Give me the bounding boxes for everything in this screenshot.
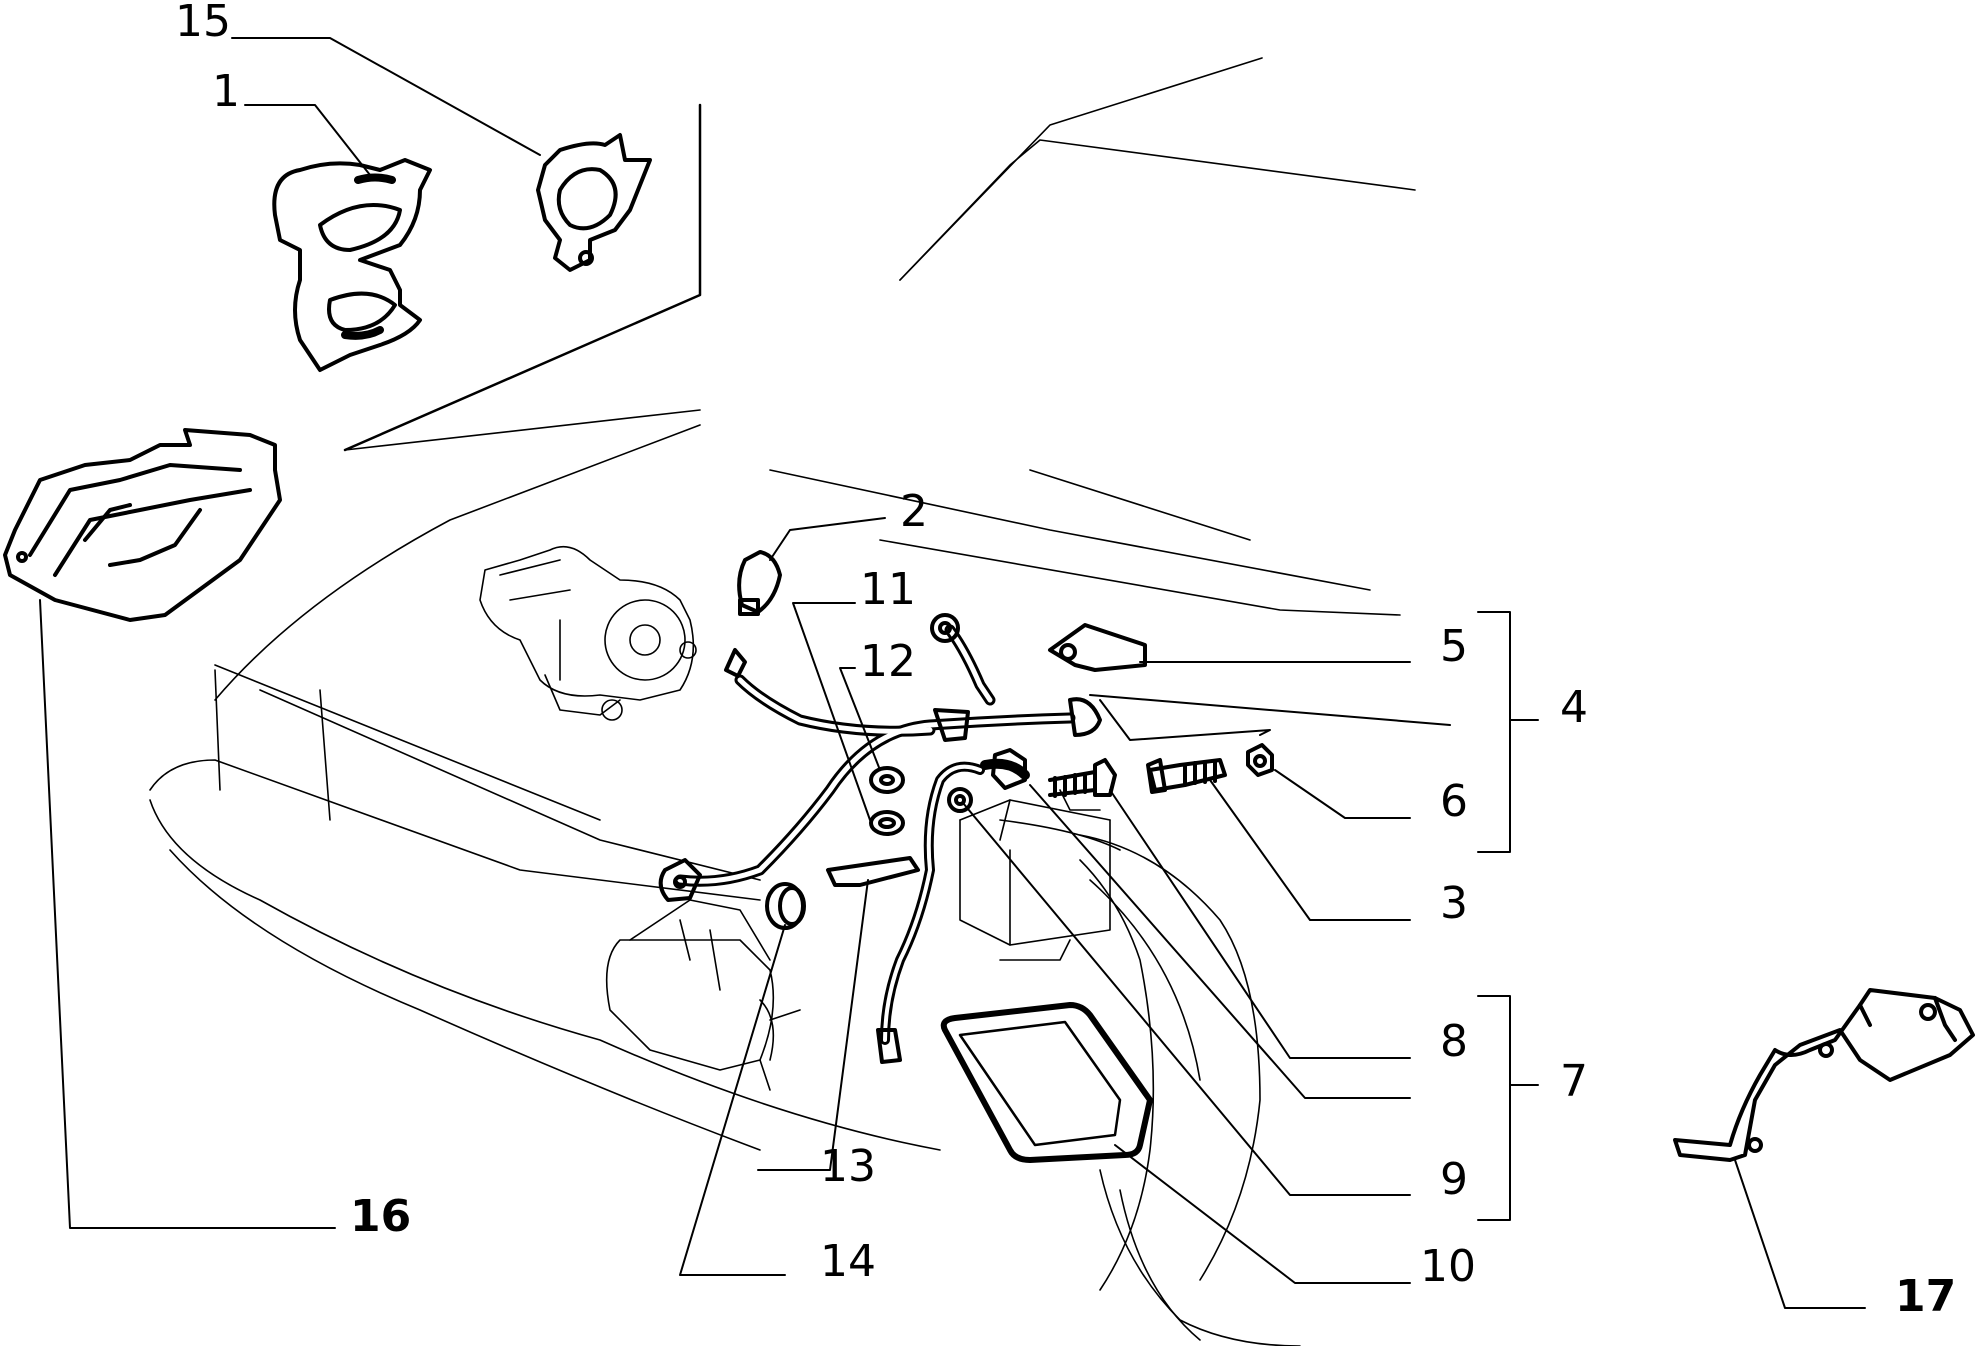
callout-14: 14 (820, 1236, 876, 1287)
starter-motor-outline (605, 899, 801, 1091)
part-15-single-clip (536, 133, 652, 272)
part-12-washer (869, 766, 905, 794)
group-brace-4 (1477, 611, 1539, 853)
callout-7: 7 (1560, 1056, 1588, 1107)
part-8-bolt (1048, 758, 1117, 798)
callout-12: 12 (860, 636, 916, 687)
part-1-double-clip (272, 158, 432, 372)
callout-4: 4 (1560, 682, 1588, 733)
car-body-outline (149, 57, 1416, 1346)
part-11-washer (869, 810, 905, 836)
part-5-terminal-cover (1048, 623, 1147, 672)
callout-11: 11 (860, 564, 916, 615)
callout-16: 16 (350, 1191, 412, 1242)
part-9-cable-terminals (876, 748, 1027, 1064)
callout-3: 3 (1440, 878, 1468, 929)
part-4-cable-terminals (658, 613, 1102, 902)
callout-6: 6 (1440, 776, 1468, 827)
callout-9: 9 (1440, 1154, 1468, 1205)
leader-lines (39, 37, 1866, 1309)
part-4-main-cable-inner (677, 627, 1073, 884)
callout-8: 8 (1440, 1016, 1468, 1067)
part-3-bolt (1146, 758, 1227, 794)
group-brace-7 (1477, 995, 1539, 1221)
part-14-grommet (765, 882, 806, 930)
compressor-outline (479, 545, 697, 721)
callout-13: 13 (820, 1141, 876, 1192)
callout-2: 2 (900, 486, 928, 537)
divider-line (343, 103, 702, 452)
part-17-right-bracket (1673, 988, 1975, 1162)
part-2-connector (737, 550, 782, 616)
part-10-tray (940, 1002, 1153, 1163)
callout-15: 15 (175, 0, 231, 47)
callout-5: 5 (1440, 621, 1468, 672)
callout-17: 17 (1895, 1271, 1957, 1322)
battery-outline (959, 789, 1111, 961)
callout-1: 1 (212, 66, 240, 117)
part-9-ground-cable (880, 758, 1030, 1045)
part-13-pad (826, 856, 920, 887)
callout-10: 10 (1420, 1241, 1476, 1292)
part-9-ground-cable-inner (883, 764, 982, 1042)
part-6-nut (1246, 743, 1274, 777)
part-16-left-shield (3, 428, 282, 622)
